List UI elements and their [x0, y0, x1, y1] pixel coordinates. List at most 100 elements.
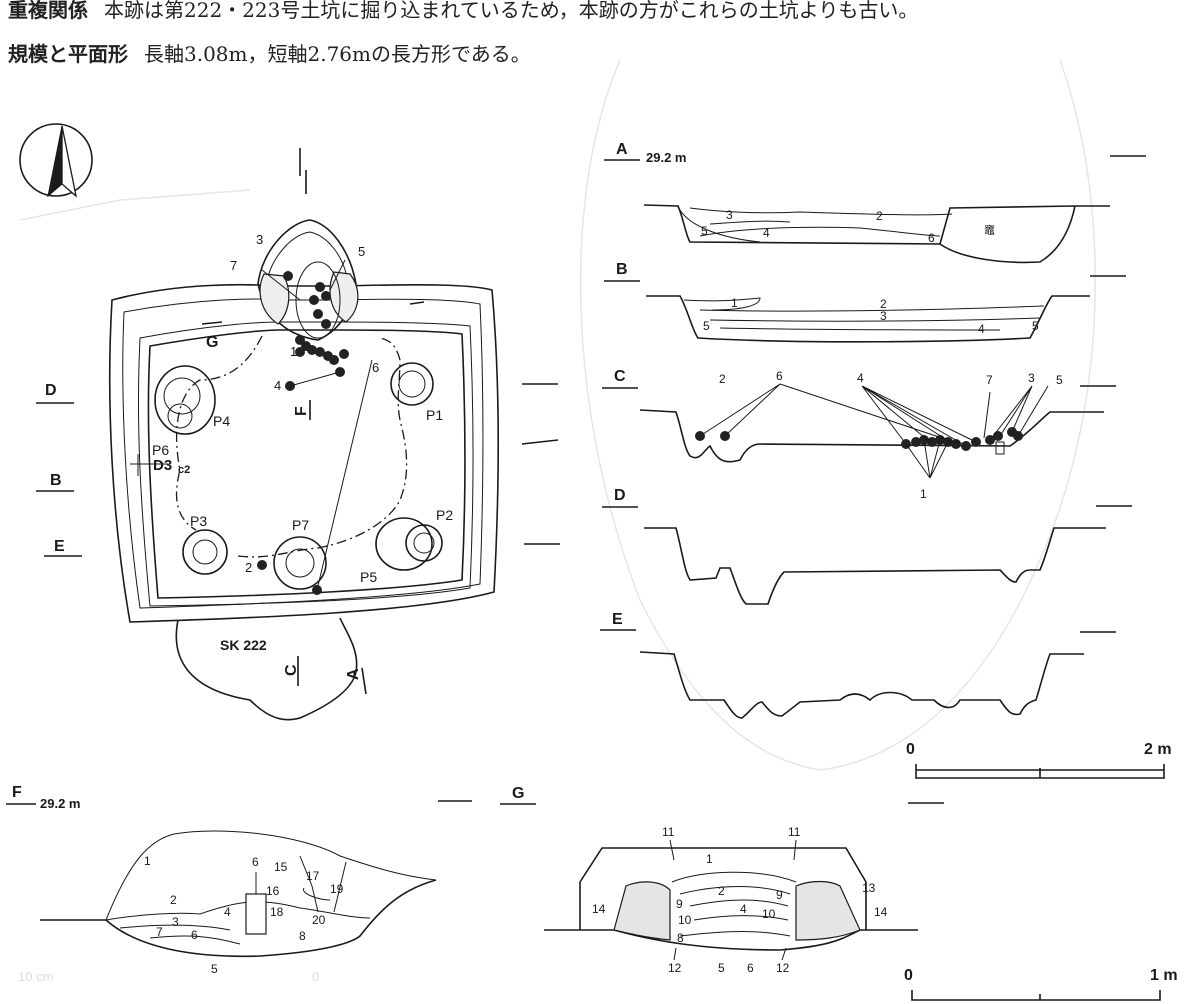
section-a-marker: A: [616, 141, 628, 158]
section-f-layer-1: 1: [144, 854, 151, 868]
section-f-marker: F: [12, 784, 22, 801]
section-e: E: [600, 611, 1116, 719]
section-f-layer-3: 3: [172, 915, 179, 929]
section-d: D: [602, 487, 1132, 605]
find-label-7: 7: [230, 258, 237, 273]
post-hole-p4: P4: [154, 365, 230, 435]
section-c-marker: C: [614, 368, 626, 385]
section-g-layer-2: 2: [718, 884, 725, 898]
section-b-layer-5b: 5: [1032, 319, 1039, 333]
artifact-dots: [257, 259, 373, 595]
section-b-marker: B: [616, 261, 628, 278]
section-g-layer-5: 5: [718, 961, 725, 975]
section-g-layer-11b: 11: [788, 825, 801, 839]
plan-view: P1 P2 P3 P4 P5 P6 P7 D3 c2 SK 222: [19, 123, 560, 721]
section-f-layer-20: 20: [312, 913, 326, 927]
scale-bar-1m: 0 1 m: [904, 967, 1178, 1001]
section-f-layer-2: 2: [170, 893, 177, 907]
post-hole-p1-label: P1: [426, 407, 443, 423]
dwelling-floor-outline: [147, 329, 466, 599]
section-f-layer-19: 19: [330, 882, 344, 896]
section-c-label-6: 6: [776, 369, 783, 383]
section-b-layer-2: 2: [880, 297, 887, 311]
section-c-label-1: 1: [920, 487, 927, 501]
section-g-layer-9a: 9: [676, 897, 683, 911]
section-f: F 29.2 m 6 1 2 3 4 5 6 7 8 15 16 17 18 1…: [6, 784, 472, 976]
pit-sk222-label: SK 222: [220, 637, 267, 653]
section-c-label-7: 7: [986, 373, 993, 387]
scale-2m-zero: 0: [906, 741, 915, 758]
section-f-artifact: [245, 893, 267, 935]
section-g: G 1 2 4 5 6 8 9 9 10 10 11 11 12 12 13 1…: [500, 785, 944, 975]
section-f-layer-5: 5: [211, 962, 218, 976]
section-g-layer-9b: 9: [776, 888, 783, 902]
section-f-layer-8: 8: [299, 929, 306, 943]
section-g-layer-1: 1: [706, 852, 713, 866]
size-text: 長軸3.08m，短軸2.76mの長方形である。: [144, 42, 531, 66]
scale-1m-zero: 0: [904, 967, 913, 984]
plan-section-markers: D B E G F C A: [36, 148, 560, 695]
grid-label: D3: [153, 457, 172, 474]
section-c-label-3: 3: [1028, 371, 1035, 385]
post-hole-p7-label: P7: [292, 517, 309, 533]
find-label-2: 2: [245, 560, 252, 575]
header-size-line: 規模と平面形長軸3.08m，短軸2.76mの長方形である。: [8, 38, 531, 67]
marker-b: B: [50, 472, 62, 489]
marker-f: F: [293, 406, 310, 416]
post-hole-p2-label: P2: [436, 507, 453, 523]
size-heading: 規模と平面形: [8, 42, 128, 66]
section-g-layer-13: 13: [862, 881, 876, 895]
section-f-elevation: 29.2 m: [40, 796, 80, 811]
background-pottery-ghost: 10 cm 0: [18, 59, 1096, 984]
section-f-layer-16: 16: [266, 884, 280, 898]
section-g-layer-6: 6: [747, 961, 754, 975]
marker-d: D: [45, 382, 57, 399]
section-a-layer-6: 6: [928, 231, 935, 245]
section-a-layer-4: 4: [763, 226, 770, 240]
section-b-layer-5a: 5: [703, 319, 710, 333]
relationship-heading: 重複関係: [8, 0, 88, 22]
post-hole-p1: P1: [390, 362, 443, 423]
find-label-1: 1: [290, 344, 297, 359]
section-c-label-2: 2: [719, 372, 726, 386]
section-g-layer-12b: 12: [776, 961, 790, 975]
faint-zero-label: 0: [312, 969, 319, 984]
section-g-layer-8: 8: [677, 931, 684, 945]
hearth-feature: [257, 219, 359, 341]
post-hole-p3: P3: [182, 513, 228, 575]
grid-sub-label: c2: [178, 464, 190, 476]
section-g-layer-14b: 14: [874, 905, 888, 919]
marker-e: E: [54, 538, 65, 555]
section-e-marker: E: [612, 611, 623, 628]
section-f-layer-7: 7: [156, 925, 163, 939]
section-a-layer-5: 5: [701, 224, 708, 238]
section-f-layer-6: 6: [191, 928, 198, 942]
section-f-find-label: 6: [252, 855, 259, 869]
section-g-layer-14a: 14: [592, 902, 606, 916]
section-f-layer-15: 15: [274, 860, 288, 874]
section-g-marker: G: [512, 785, 524, 802]
section-f-layer-4: 4: [224, 905, 231, 919]
section-g-layer-10a: 10: [678, 913, 692, 927]
post-hole-p3-label: P3: [190, 513, 207, 529]
find-label-6: 6: [372, 360, 379, 375]
header-relationship-line: 重複関係本跡は第222・223号土坑に掘り込まれているため，本跡の方がこれらの土…: [8, 0, 918, 23]
faint-cm-label: 10 cm: [18, 969, 53, 984]
section-b-layer-3: 3: [880, 309, 887, 323]
north-arrow-icon: [19, 123, 93, 198]
scale-1m-end: 1 m: [1150, 967, 1178, 984]
section-g-layer-4: 4: [740, 902, 747, 916]
section-c-label-5: 5: [1056, 373, 1063, 387]
post-hole-p4-label: P4: [213, 413, 230, 429]
marker-a: A: [345, 668, 362, 680]
section-g-layer-11a: 11: [662, 825, 675, 839]
pit-sk222-outline: [175, 617, 358, 721]
marker-g: G: [206, 334, 218, 351]
post-hole-p7: P7: [273, 517, 327, 590]
post-hole-p5-label: P5: [360, 569, 377, 585]
section-b-layer-1: 1: [731, 296, 738, 310]
find-label-3: 3: [256, 232, 263, 247]
section-b-layer-4: 4: [978, 322, 985, 336]
find-label-5: 5: [358, 244, 365, 259]
